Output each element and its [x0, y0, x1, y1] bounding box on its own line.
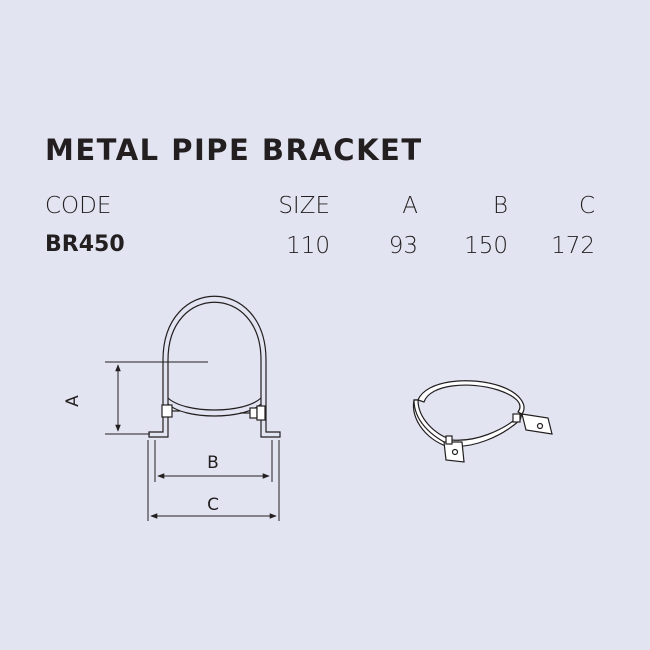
- value-c: 172: [551, 233, 595, 259]
- dimension-c: [147, 440, 280, 521]
- front-view-bracket: [148, 295, 281, 438]
- header-size: SIZE: [278, 193, 330, 219]
- value-b: 150: [464, 233, 508, 259]
- label-c: C: [207, 495, 219, 515]
- label-a: A: [63, 395, 83, 407]
- product-title: METAL PIPE BRACKET: [45, 133, 423, 167]
- value-code: BR450: [45, 232, 125, 257]
- dimension-b: [154, 440, 273, 482]
- dimension-a: [105, 361, 208, 435]
- value-size: 110: [286, 233, 330, 259]
- header-code: CODE: [45, 193, 112, 219]
- perspective-view-bracket: [412, 380, 553, 463]
- header-a: A: [402, 193, 418, 219]
- header-b: B: [492, 193, 508, 219]
- label-b: B: [207, 453, 219, 473]
- value-a: 93: [388, 233, 418, 259]
- header-c: C: [578, 193, 595, 219]
